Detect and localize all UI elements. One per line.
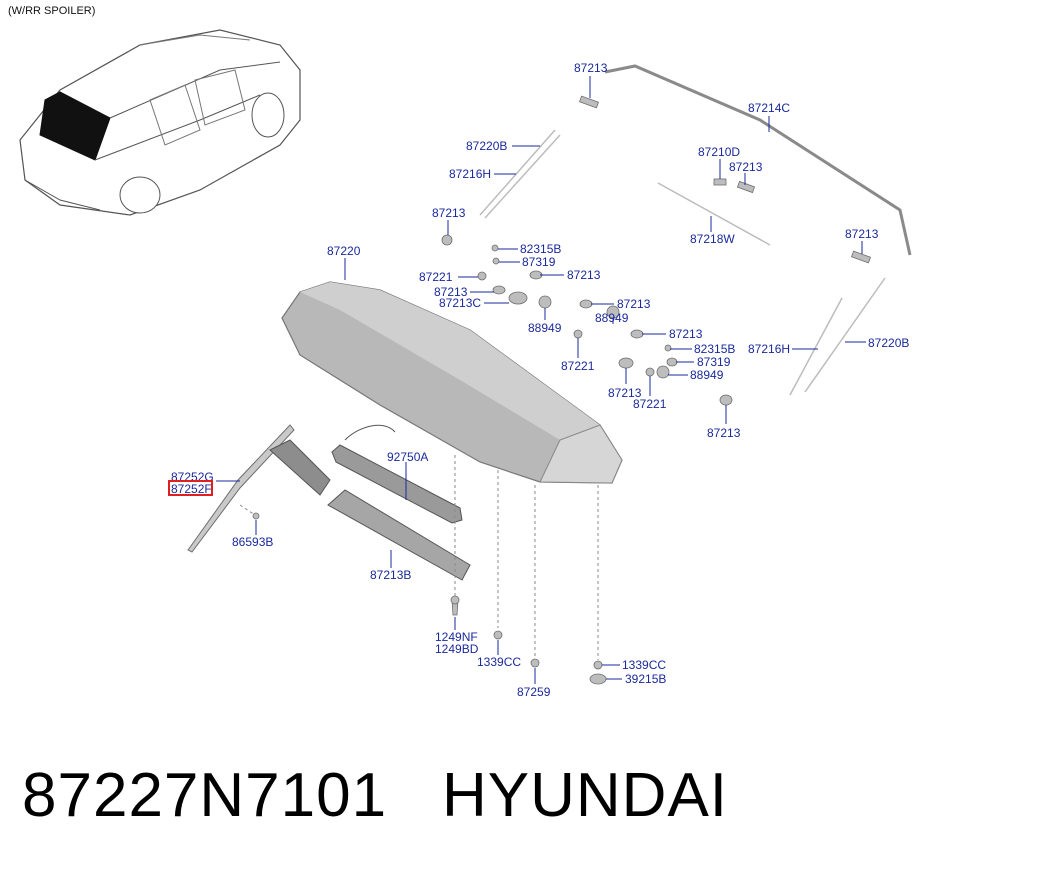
callout-87210d: 87210D (698, 145, 740, 159)
callout-39215b: 39215B (625, 672, 666, 686)
callout-87221-left: 87221 (419, 270, 453, 284)
callout-87213c: 87213C (439, 296, 481, 310)
callout-87213-g: 87213 (669, 327, 703, 341)
fastener-line-86593b (239, 504, 256, 516)
callout-87213b: 87213B (370, 568, 411, 582)
highlight-box (168, 480, 213, 496)
callout-87221-mid: 87221 (561, 359, 595, 373)
side-strip-left-inner (484, 134, 561, 219)
clip-87213-top (579, 95, 599, 109)
callout-88949-left: 88949 (528, 321, 562, 335)
brand-name: HYUNDAI (442, 761, 729, 830)
callout-87218w: 87218W (690, 232, 735, 246)
cover-87213b (327, 489, 471, 581)
callout-87213-c: 87213 (432, 206, 466, 220)
side-strip-left (479, 129, 556, 216)
callout-87216h-left: 87216H (449, 167, 491, 181)
callout-87259: 87259 (517, 685, 551, 699)
callout-87220b-right: 87220B (868, 336, 909, 350)
callout-88949-right: 88949 (690, 368, 724, 382)
callout-87252f: 87252F (171, 482, 212, 496)
stop-lamp-wire (344, 424, 396, 441)
callout-87213-right: 87213 (845, 227, 879, 241)
callout-87213-b: 87213 (729, 160, 763, 174)
side-strip-right (789, 297, 843, 396)
fasteners (252, 512, 607, 685)
callout-87213-e: 87213 (434, 285, 468, 299)
callout-87213-i: 87213 (707, 426, 741, 440)
side-strip-right-outer (804, 277, 886, 393)
callout-87319-right: 87319 (697, 355, 731, 369)
leader-lines (216, 76, 866, 684)
callout-87319-top: 87319 (522, 255, 556, 269)
callout-87220b-left: 87220B (466, 139, 507, 153)
callout-88949-mid: 88949 (595, 311, 629, 325)
exploded-parts-diagram: 87213 87214C 87220B 87216H 87210D 87213 … (19, 29, 912, 699)
callout-1339cc-left: 1339CC (477, 655, 521, 669)
garnish-87252 (187, 424, 295, 553)
callout-1249bd: 1249BD (435, 642, 479, 656)
strip-87218w (657, 182, 771, 246)
callout-87213-h: 87213 (608, 386, 642, 400)
callout-1249nf: 1249NF (435, 630, 478, 644)
stop-lamp-92750a (331, 444, 463, 524)
callout-92750a: 92750A (387, 450, 428, 464)
roof-molding-87214c (604, 64, 912, 256)
callout-87220: 87220 (327, 244, 361, 258)
rear-spoiler-87220 (281, 281, 623, 484)
callout-87214c: 87214C (748, 101, 790, 115)
callout-87213-top: 87213 (574, 61, 608, 75)
callout-87213-d: 87213 (567, 268, 601, 282)
callout-82315b-top: 82315B (520, 242, 561, 256)
callout-87216h-right: 87216H (748, 342, 790, 356)
callout-87213-f: 87213 (617, 297, 651, 311)
variant-note: (W/RR SPOILER) (8, 5, 96, 17)
bracket-part (269, 439, 331, 496)
part-number: 87227N7101 (22, 761, 388, 830)
callout-1339cc-right: 1339CC (622, 658, 666, 672)
vehicle-thumbnail (19, 29, 301, 216)
clip-87213-mid (736, 180, 756, 194)
callout-87221-right: 87221 (633, 397, 667, 411)
callout-82315b-right: 82315B (694, 342, 735, 356)
callout-86593b: 86593B (232, 535, 273, 549)
hardware-parts (441, 234, 733, 406)
clip-87210d (713, 178, 727, 186)
clip-87213-right (851, 250, 871, 264)
